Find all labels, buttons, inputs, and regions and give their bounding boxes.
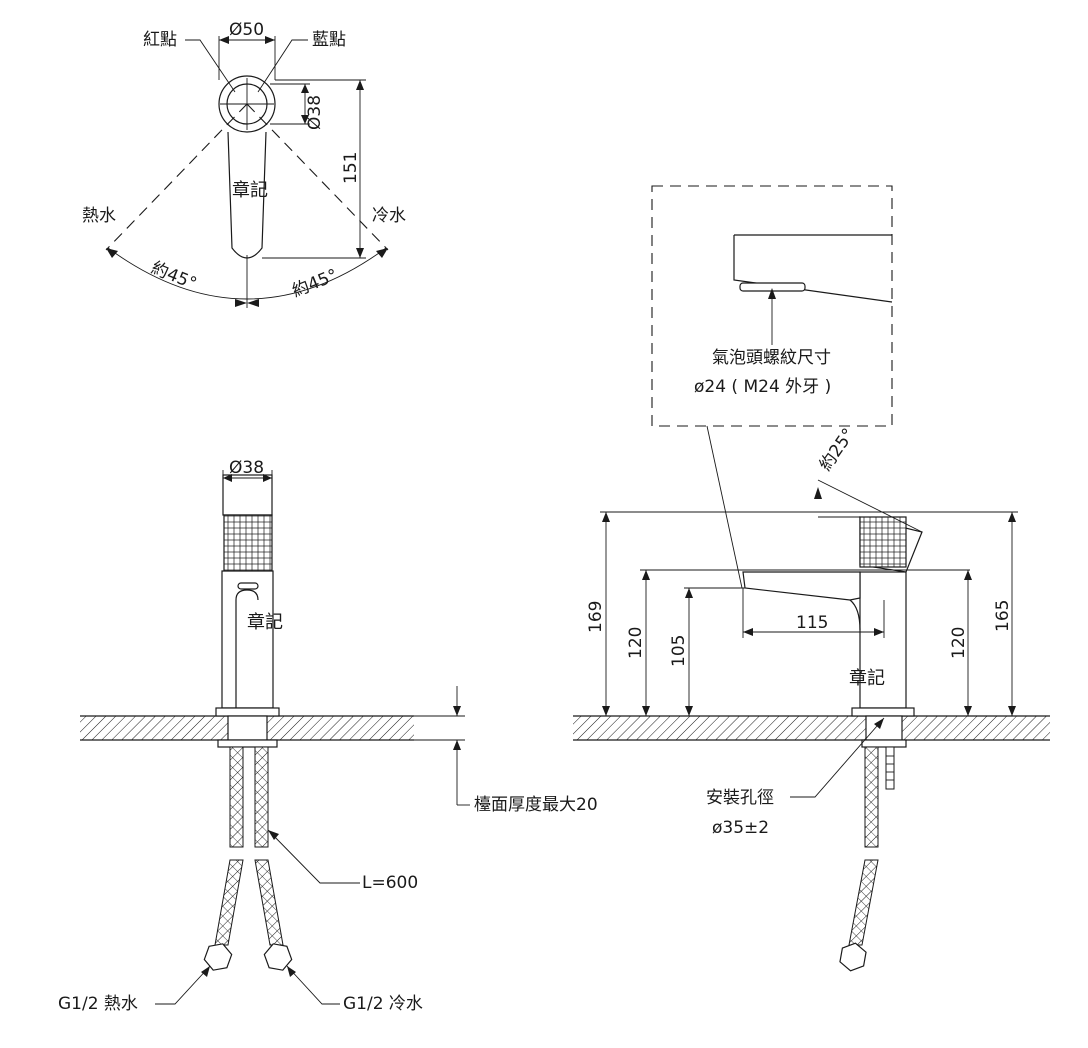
cold-connection-label: G1/2 冷水 xyxy=(343,994,423,1014)
height-120-right-label: 120 xyxy=(949,627,969,659)
hose-length-label: L=600 xyxy=(362,873,418,893)
tilt-angle-label: 約25° xyxy=(816,425,859,475)
height-165-label: 165 xyxy=(993,600,1013,632)
aerator-label-line2: ø24 ( M24 外牙 ) xyxy=(694,377,831,397)
install-hole-diameter: ø35±2 xyxy=(712,818,769,838)
left-angle-label: 約45° xyxy=(148,258,199,294)
height-120-left-label: 120 xyxy=(626,627,646,659)
inner-diameter-label: Ø38 xyxy=(305,95,325,130)
front-diameter-label: Ø38 xyxy=(229,458,264,478)
aerator-label-line1: 氣泡頭螺紋尺寸 xyxy=(712,348,831,368)
hot-connection-label: G1/2 熱水 xyxy=(58,994,138,1014)
side-view: 氣泡頭螺紋尺寸 ø24 ( M24 外牙 ) 約25° 169 120 105 … xyxy=(573,185,1050,972)
reach-115-label: 115 xyxy=(796,613,828,633)
front-logo: 章記 xyxy=(247,612,283,633)
blue-dot-label: 藍點 xyxy=(312,30,346,50)
height-169-label: 169 xyxy=(586,601,606,633)
hot-water-label: 熱水 xyxy=(82,206,116,226)
right-angle-label: 約45° xyxy=(289,265,340,301)
red-dot-label: 紅點 xyxy=(143,30,177,50)
install-hole-label: 安裝孔徑 xyxy=(706,788,774,808)
side-logo: 章記 xyxy=(849,668,885,689)
front-view: Ø38 章記 檯面厚度最大20 L=600 G1/2 熱水 G1/2 冷水 xyxy=(58,458,598,1014)
counter-thickness-label: 檯面厚度最大20 xyxy=(474,795,598,815)
top-view: 紅點 藍點 Ø50 Ø38 151 章記 熱水 冷水 約45° 約45° xyxy=(82,20,406,308)
height-105-label: 105 xyxy=(669,635,689,667)
handle-length-label: 151 xyxy=(341,152,361,184)
cold-water-label: 冷水 xyxy=(372,206,406,226)
top-logo: 章記 xyxy=(232,180,268,201)
body-diameter-label: Ø50 xyxy=(229,20,264,40)
